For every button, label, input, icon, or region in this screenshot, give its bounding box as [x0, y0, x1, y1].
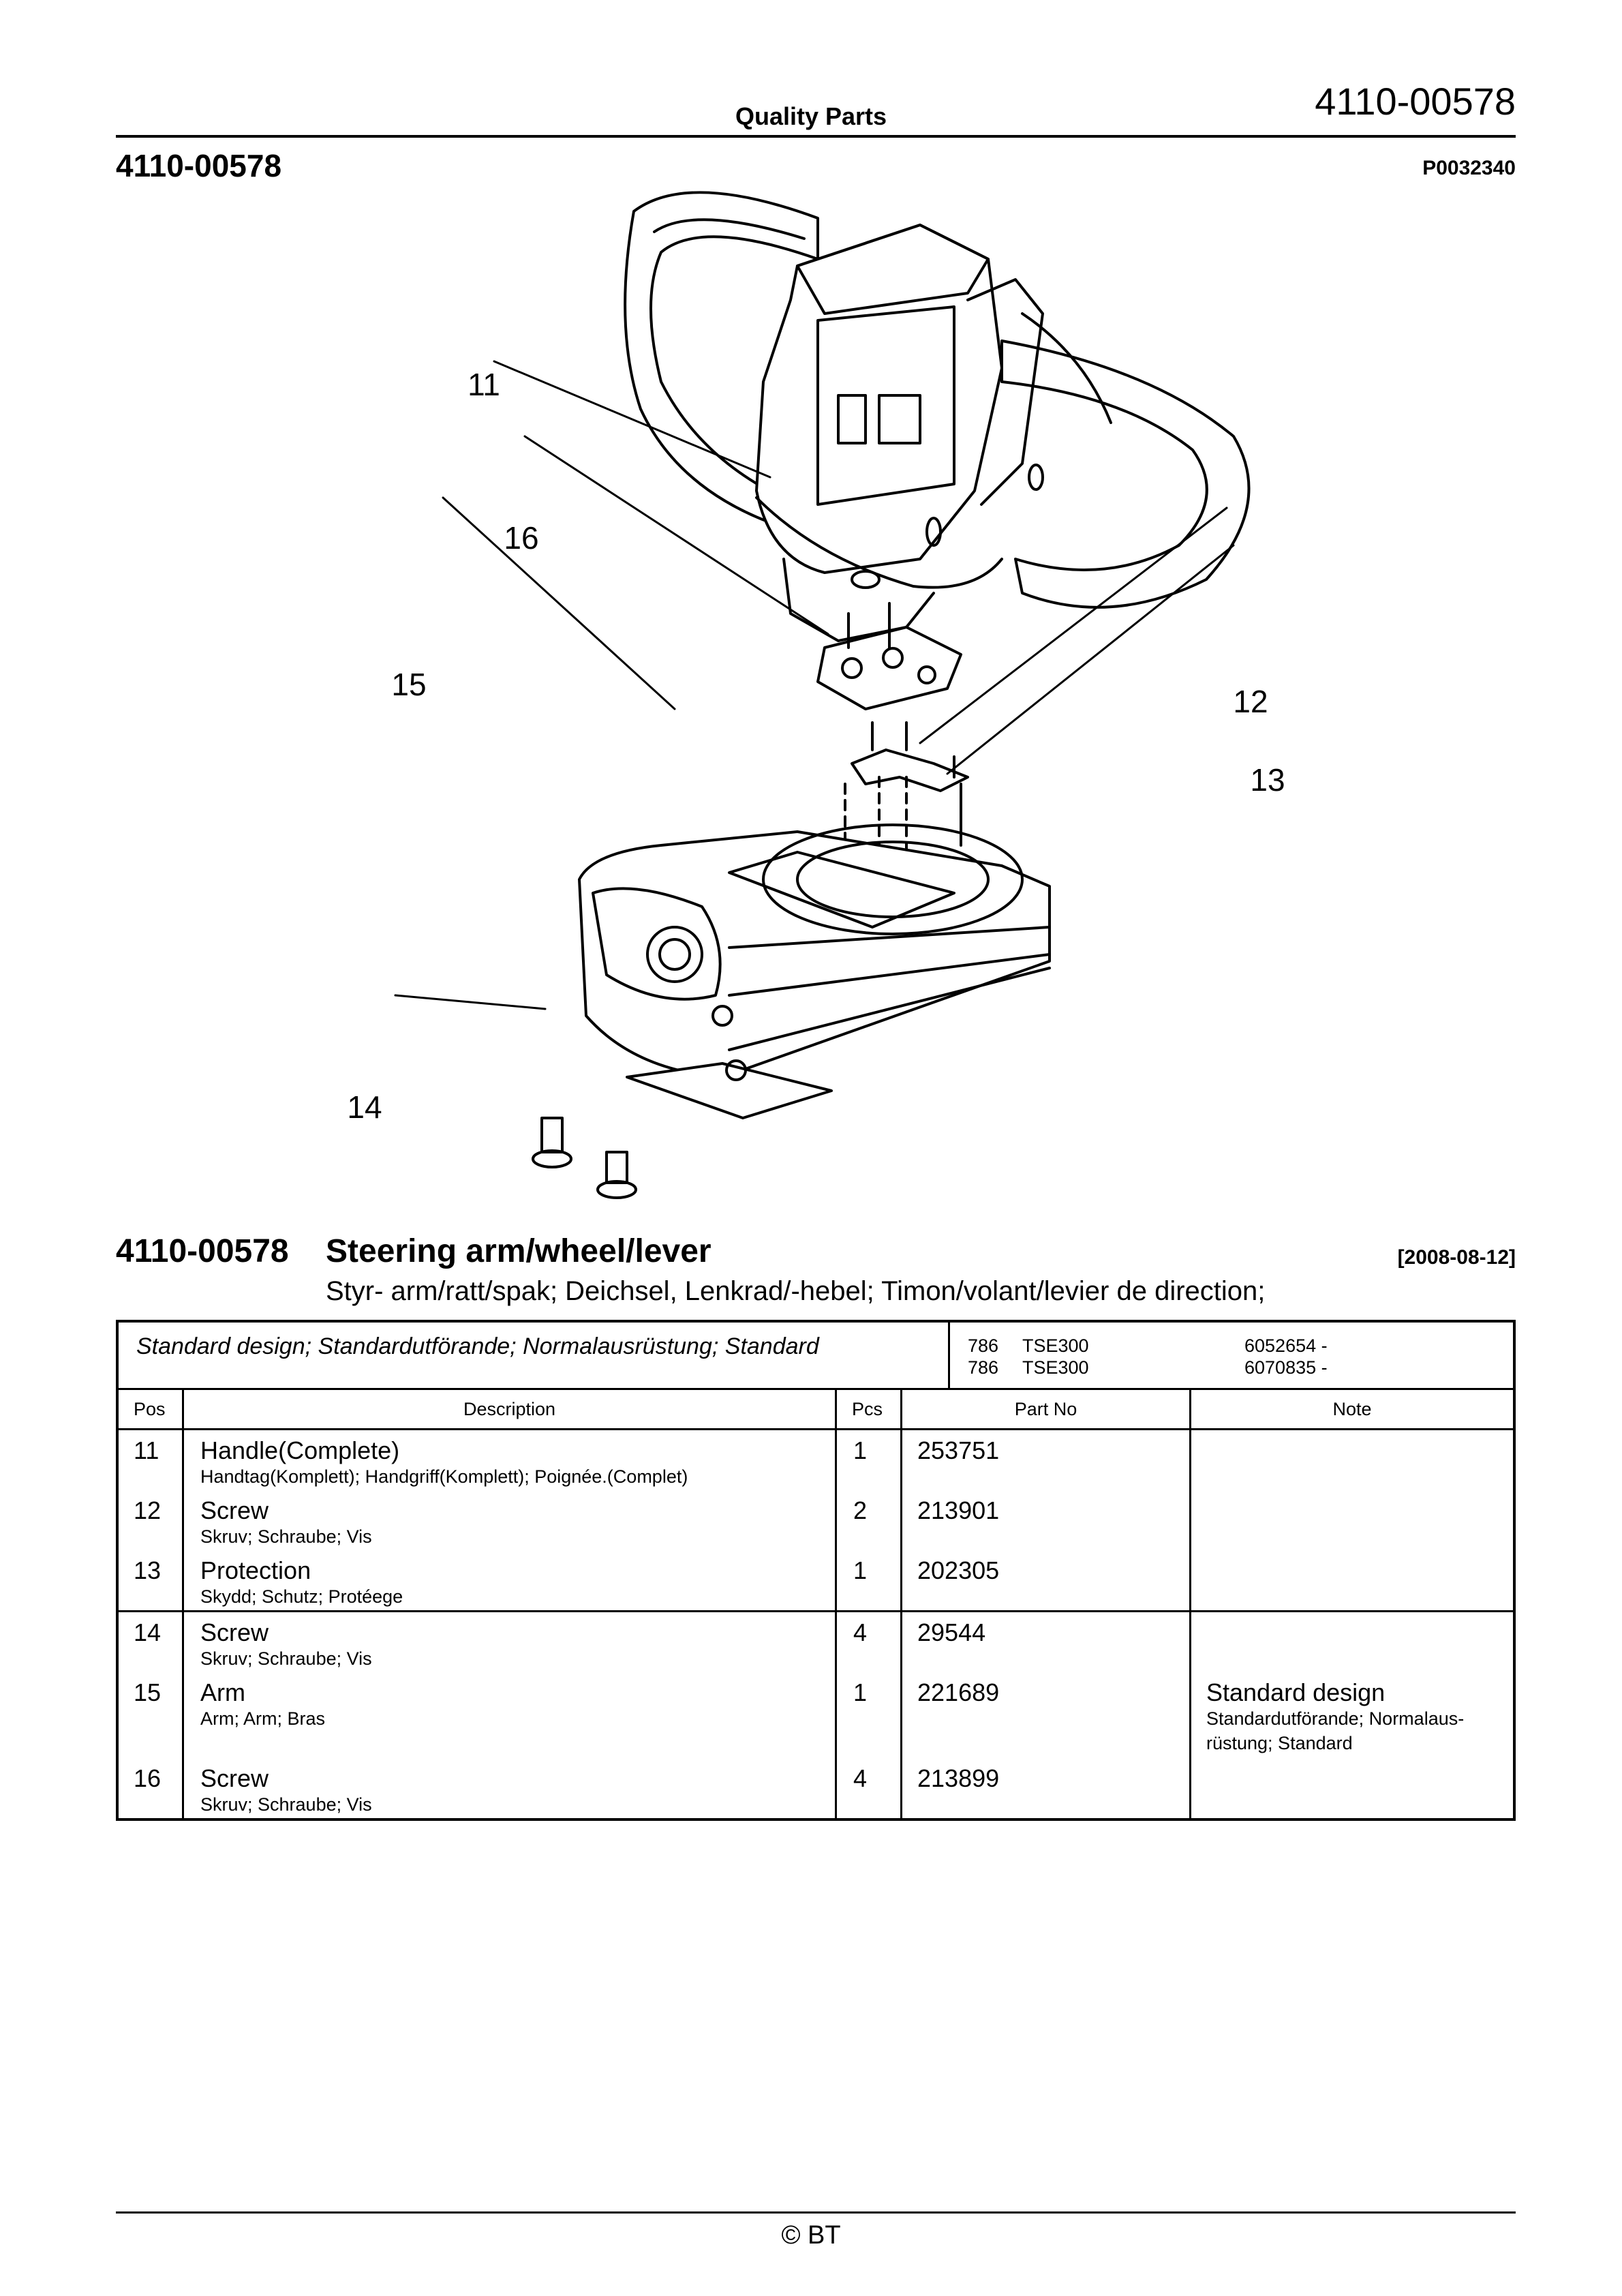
pcs-cell: 1 — [853, 1556, 868, 1584]
pos-cell: 16 — [134, 1764, 162, 1792]
model-line: 786 TSE300 6070835 - — [968, 1357, 1513, 1378]
callout-15: 15 — [391, 667, 426, 702]
note-column: Standard design Standardutförande; Norma… — [1191, 1612, 1513, 1818]
model-name: TSE300 — [1022, 1335, 1089, 1356]
callout-14: 14 — [347, 1089, 382, 1125]
table-header: Pos Description Pcs Part No Note — [119, 1390, 1513, 1430]
callout-leaders — [394, 360, 1235, 1010]
section-title: Steering arm/wheel/lever — [326, 1233, 711, 1269]
note-cell — [1191, 1550, 1513, 1610]
parts-table: Standard design; Standardutförande; Norm… — [116, 1320, 1516, 1821]
note-cell — [1191, 1612, 1513, 1672]
header-note: Note — [1332, 1398, 1372, 1419]
handle-assembly-drawing — [624, 191, 1251, 642]
section-subtitle: Styr- arm/ratt/spak; Deichsel, Lenkrad/-… — [326, 1276, 1266, 1306]
part-translations: Skydd; Schutz; Protéege — [200, 1586, 403, 1607]
part-name: Screw — [200, 1764, 269, 1792]
pcs-cell: 4 — [853, 1764, 868, 1792]
part-name: Arm — [200, 1678, 245, 1706]
note-cell — [1191, 1490, 1513, 1550]
part-translations: Skruv; Schraube; Vis — [200, 1794, 372, 1815]
header-pcs: Pcs — [837, 1390, 902, 1428]
header-part-no: Part No — [902, 1390, 1191, 1428]
pos-cell: 12 — [134, 1496, 162, 1524]
part-translations: Arm; Arm; Bras — [200, 1708, 326, 1729]
model-serial: 6070835 - — [1244, 1357, 1328, 1378]
callout-13: 13 — [1250, 762, 1285, 798]
screw-plate-drawing — [816, 602, 962, 710]
callout-12: 12 — [1233, 684, 1268, 719]
pos-column: 14 15 16 — [119, 1612, 184, 1818]
note-translations-line: rüstung; Standard — [1206, 1733, 1353, 1753]
design-description: Standard design; Standardutförande; Norm… — [119, 1323, 950, 1388]
note-cell: Standard design Standardutförande; Norma… — [1191, 1672, 1513, 1758]
part-no-cell: 253751 — [917, 1436, 1000, 1464]
pos-cell: 14 — [134, 1618, 162, 1646]
header-description: Description — [184, 1390, 837, 1428]
description-cell: Screw Skruv; Schraube; Vis — [184, 1490, 835, 1550]
part-no-cell: 213901 — [917, 1496, 1000, 1524]
model-number: 786 — [968, 1335, 999, 1356]
pcs-cell: 2 — [853, 1496, 868, 1524]
model-name: TSE300 — [1022, 1357, 1089, 1378]
design-row: Standard design; Standardutförande; Norm… — [119, 1323, 1513, 1390]
pcs-cell: 4 — [853, 1618, 868, 1646]
page-code: 4110-00578 — [1315, 80, 1516, 123]
part-translations: Skruv; Schraube; Vis — [200, 1526, 372, 1547]
diagram-picture-id: P0032340 — [1422, 157, 1516, 179]
callout-16: 16 — [504, 520, 538, 556]
table-group: 11 12 13 Handle(Complete) Handtag(Komple… — [119, 1430, 1513, 1612]
part-translations: Handtag(Komplett); Handgriff(Komplett); … — [200, 1466, 688, 1487]
description-cell: Handle(Complete) Handtag(Komplett); Hand… — [184, 1430, 835, 1490]
arm-base-drawing — [578, 824, 1051, 1119]
pos-cell: 13 — [134, 1556, 162, 1584]
part-no-cell: 213899 — [917, 1764, 1000, 1792]
part-no-cell: 202305 — [917, 1556, 1000, 1584]
description-cell: Screw Skruv; Schraube; Vis — [184, 1758, 835, 1818]
section-code: 4110-00578 — [116, 1233, 289, 1269]
table-group: 14 15 16 Screw Skruv; Schraube; Vis Arm … — [119, 1612, 1513, 1818]
description-column: Handle(Complete) Handtag(Komplett); Hand… — [184, 1430, 837, 1610]
header-divider — [116, 135, 1516, 138]
header-title: Quality Parts — [735, 102, 887, 130]
description-cell: Arm Arm; Arm; Bras — [184, 1672, 835, 1758]
design-models: 786 TSE300 6052654 - 786 TSE300 6070835 … — [950, 1323, 1513, 1388]
pos-cell: 11 — [134, 1436, 159, 1464]
part-name: Handle(Complete) — [200, 1436, 400, 1464]
model-line: 786 TSE300 6052654 - — [968, 1335, 1513, 1357]
callout-11: 11 — [468, 367, 500, 402]
footer-copyright: © BT — [781, 2221, 841, 2250]
part-no-cell: 29544 — [917, 1618, 986, 1646]
pos-cell: 15 — [134, 1678, 162, 1706]
footer-divider — [116, 2211, 1516, 2214]
exploded-parts-diagram: 11 16 15 12 13 14 — [116, 177, 1516, 1200]
model-serial: 6052654 - — [1244, 1335, 1328, 1356]
part-name: Protection — [200, 1556, 311, 1584]
note-cell — [1191, 1430, 1513, 1490]
pcs-cell: 1 — [853, 1678, 868, 1706]
note-column — [1191, 1430, 1513, 1610]
base-screws-drawing — [532, 1117, 637, 1199]
pcs-column: 1 2 1 — [837, 1430, 902, 1610]
section-date: [2008-08-12] — [1397, 1246, 1516, 1269]
note-translations-line: Standardutförande; Normalaus- — [1206, 1708, 1465, 1729]
part-name: Screw — [200, 1618, 269, 1646]
header-pos: Pos — [119, 1390, 184, 1428]
description-column: Screw Skruv; Schraube; Vis Arm Arm; Arm;… — [184, 1612, 837, 1818]
part-translations: Skruv; Schraube; Vis — [200, 1648, 372, 1669]
part-no-column: 253751 213901 202305 — [902, 1430, 1191, 1610]
description-cell: Screw Skruv; Schraube; Vis — [184, 1612, 835, 1672]
part-no-column: 29544 221689 213899 — [902, 1612, 1191, 1818]
pos-column: 11 12 13 — [119, 1430, 184, 1610]
protection-bracket-drawing — [844, 721, 969, 867]
diagram-doc-id: 4110-00578 — [116, 148, 282, 183]
description-cell: Protection Skydd; Schutz; Protéege — [184, 1550, 835, 1610]
part-no-cell: 221689 — [917, 1678, 1000, 1706]
part-name: Screw — [200, 1496, 269, 1524]
model-number: 786 — [968, 1357, 999, 1378]
pcs-column: 4 1 4 — [837, 1612, 902, 1818]
note-text: Standard design — [1206, 1678, 1386, 1706]
pcs-cell: 1 — [853, 1436, 868, 1464]
note-cell — [1191, 1758, 1513, 1818]
